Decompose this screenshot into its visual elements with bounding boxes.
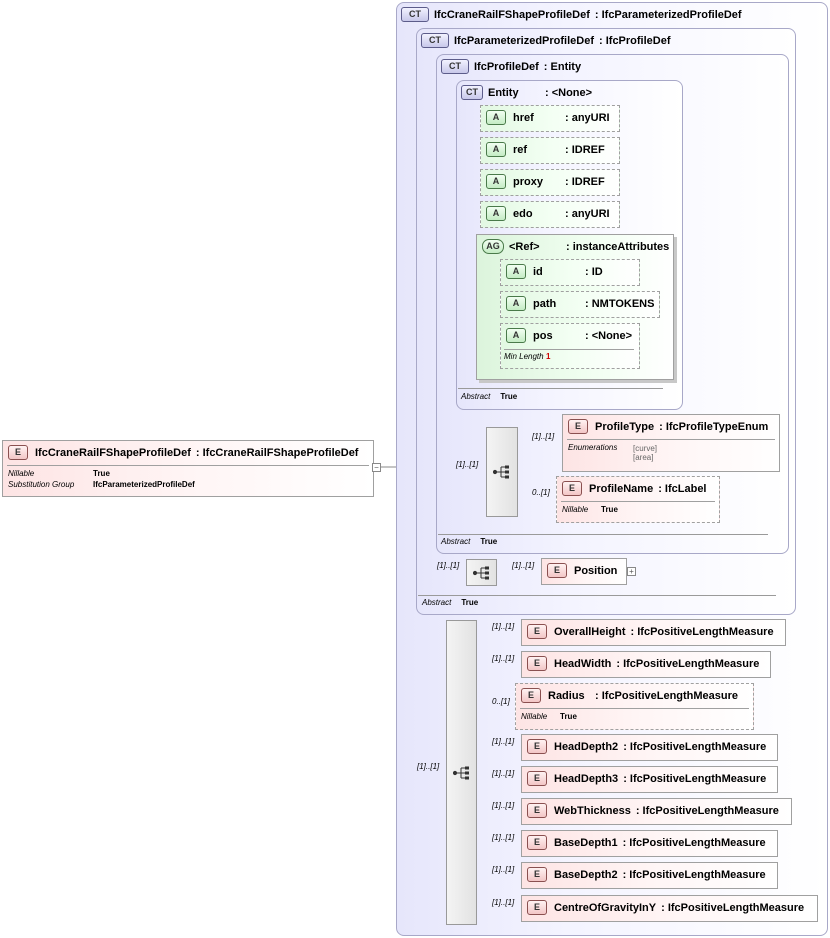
complex-type-icon: CT [401, 7, 429, 22]
separator [7, 465, 369, 466]
attribute-icon: A [486, 174, 506, 189]
separator [520, 708, 749, 709]
cardinality-label: [1]..[1] [492, 654, 515, 663]
element-icon: E [527, 771, 547, 786]
attribute-icon: A [486, 142, 506, 157]
element-icon: E [568, 419, 588, 434]
element-icon: E [527, 624, 547, 639]
attribute-group-icon: AG [482, 239, 504, 254]
cardinality-label: [1]..[1] [492, 622, 515, 631]
enumerations: Enumerations [568, 443, 618, 452]
sequence-compositor[interactable] [466, 559, 497, 586]
attribute-icon: A [506, 328, 526, 343]
separator [418, 595, 776, 596]
cardinality-label: [1]..[1] [492, 898, 515, 907]
element-icon: E [521, 688, 541, 703]
separator [458, 388, 663, 389]
root-element-type: : IfcCraneRailFShapeProfileDef [195, 446, 359, 459]
attribute-icon: A [506, 296, 526, 311]
cardinality-label: [1]..[1] [532, 432, 555, 441]
element-icon: E [527, 867, 547, 882]
element-icon: E [527, 739, 547, 754]
element-icon: E [562, 481, 582, 496]
cardinality-label: [1]..[1] [492, 865, 515, 874]
element-icon: E [527, 656, 547, 671]
separator [567, 439, 775, 440]
element-icon: E [527, 803, 547, 818]
attribute-icon: A [506, 264, 526, 279]
enumeration-value: [curve] [633, 444, 658, 453]
complex-type-icon: CT [441, 59, 469, 74]
attribute-icon: A [486, 110, 506, 125]
sequence-icon [493, 465, 509, 479]
attribute-icon: A [486, 206, 506, 221]
complex-type-icon: CT [461, 85, 483, 100]
sequence-compositor[interactable] [446, 620, 477, 925]
cardinality-label: [1]..[1] [492, 737, 515, 746]
collapse-toggle[interactable]: − [372, 463, 381, 472]
separator [438, 534, 768, 535]
element-icon: E [8, 445, 28, 460]
cardinality-label: [1]..[1] [512, 561, 535, 570]
cardinality-label: 0..[1] [492, 697, 510, 706]
cardinality-label: [1]..[1] [417, 762, 440, 771]
root-element-name: IfcCraneRailFShapeProfileDef [35, 446, 191, 459]
element-icon: E [527, 900, 547, 915]
complex-type-icon: CT [421, 33, 449, 48]
separator [504, 349, 634, 350]
sequence-icon [472, 566, 489, 579]
root-element[interactable]: E IfcCraneRailFShapeProfileDef : IfcCraneR… [2, 440, 374, 497]
element-icon: E [527, 835, 547, 850]
sequence-compositor[interactable] [486, 427, 518, 517]
cardinality-label: 0..[1] [532, 488, 550, 497]
expand-toggle[interactable]: + [627, 567, 636, 576]
sequence-icon [452, 766, 469, 779]
cardinality-label: [1]..[1] [437, 561, 460, 570]
element-icon: E [547, 563, 567, 578]
enumeration-value: [area] [633, 453, 654, 462]
cardinality-label: [1]..[1] [492, 769, 515, 778]
cardinality-label: [1]..[1] [456, 460, 479, 469]
separator [561, 501, 715, 502]
cardinality-label: [1]..[1] [492, 801, 515, 810]
cardinality-label: [1]..[1] [492, 833, 515, 842]
